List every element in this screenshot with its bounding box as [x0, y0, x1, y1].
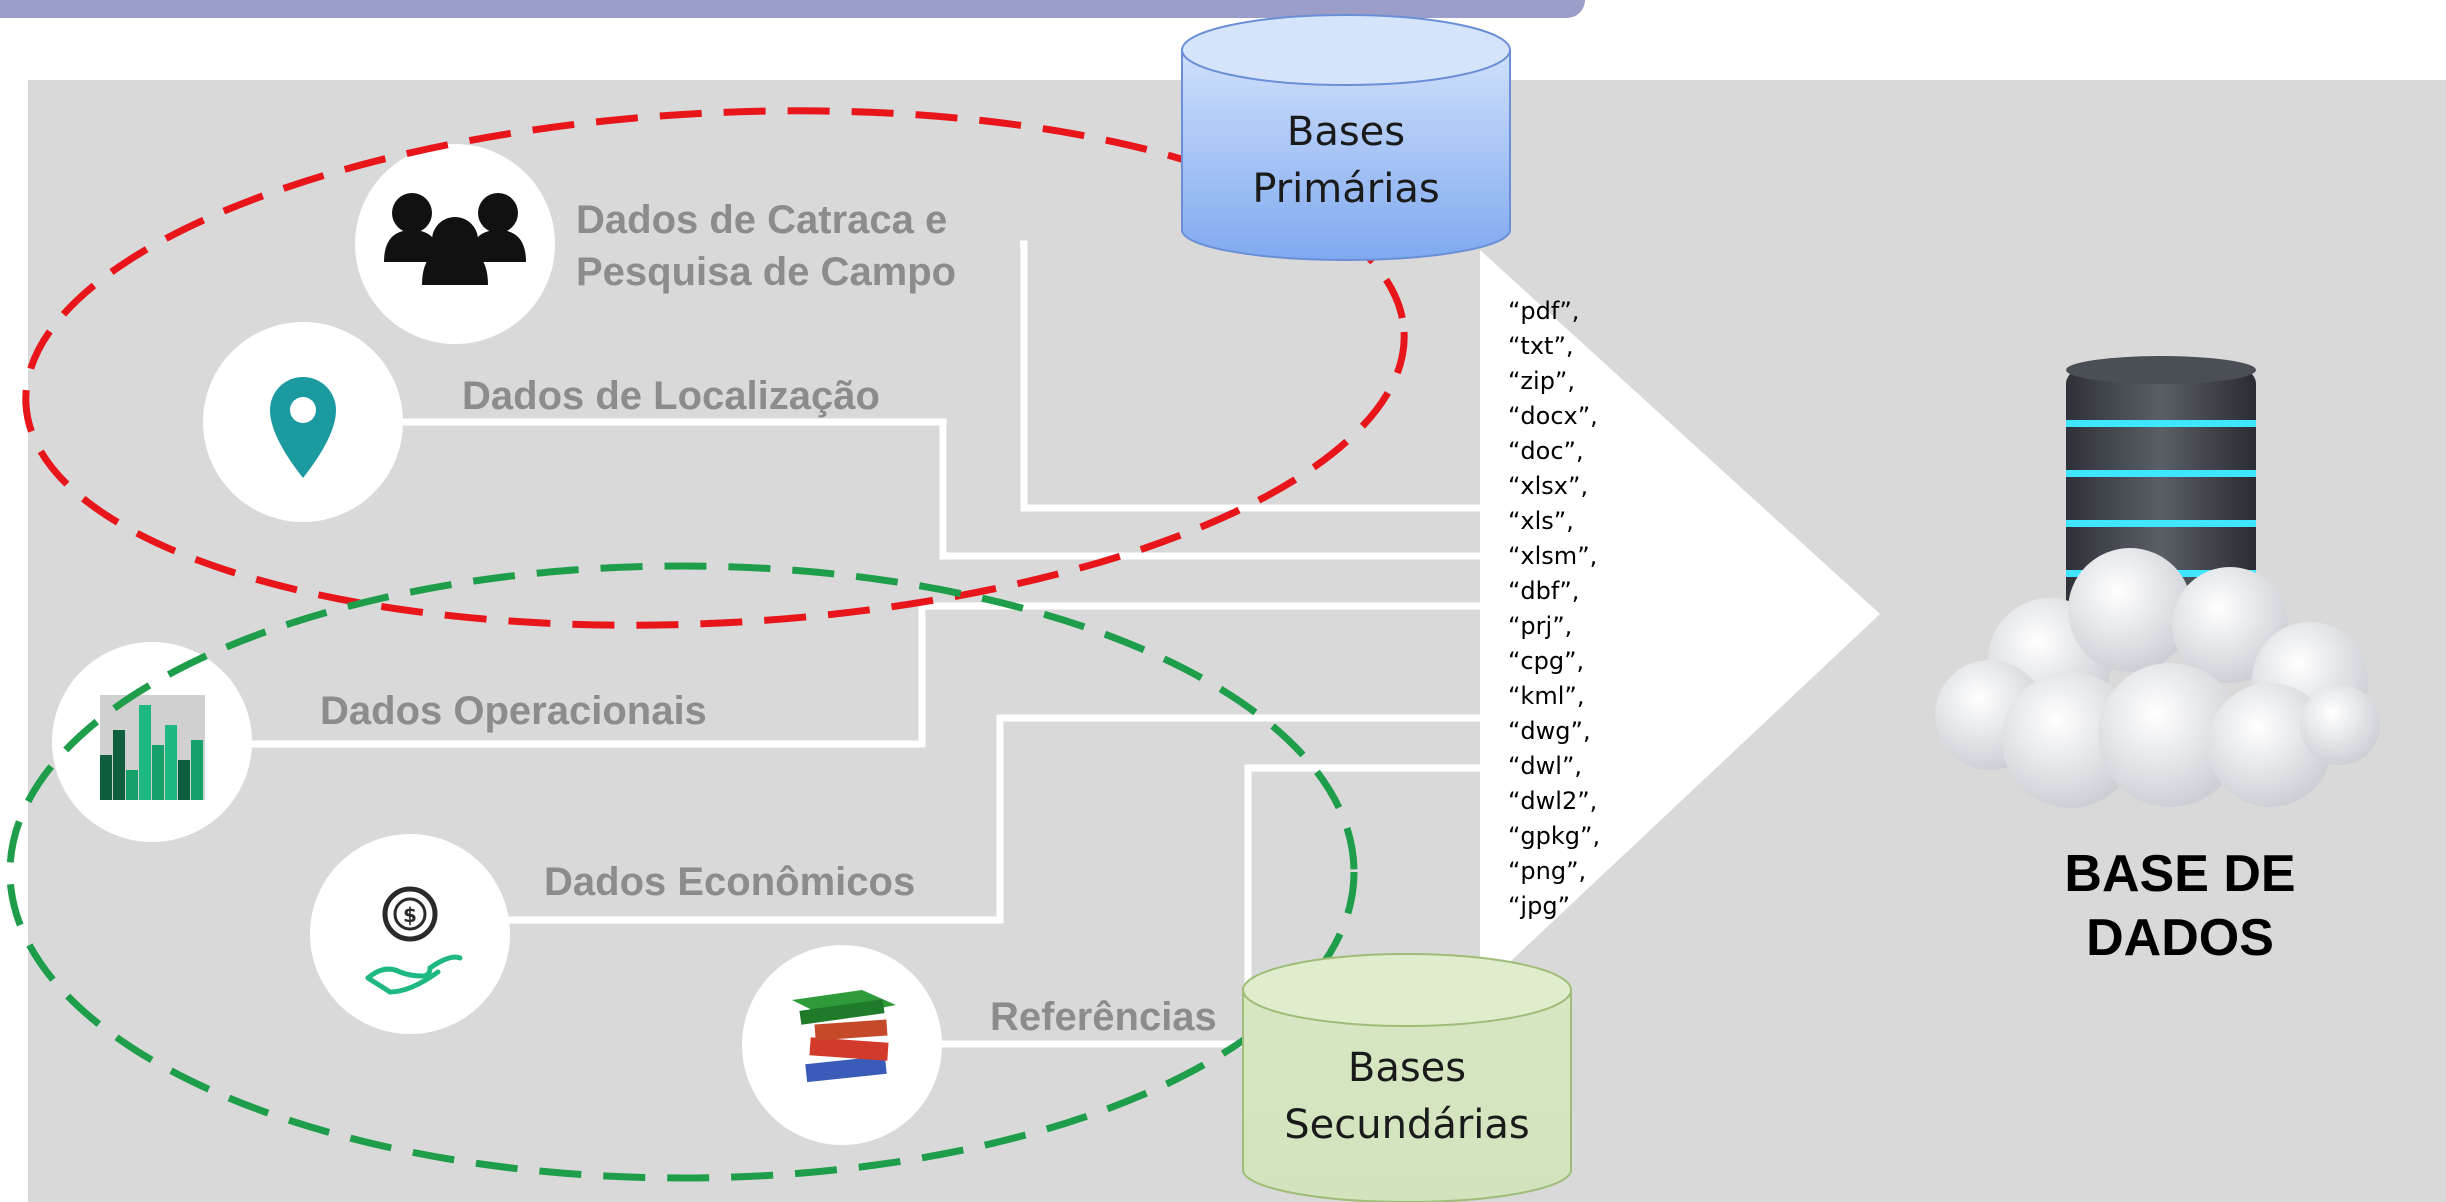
file-formats-list: “pdf”, “txt”, “zip”, “docx”, “doc”, “xls…	[1508, 294, 1600, 924]
primary-db-cylinder	[1181, 14, 1511, 261]
database-title: BASE DE DADOS	[2064, 845, 2296, 967]
formats-arrow	[1480, 250, 1880, 990]
format-item: “xlsx”,	[1508, 472, 1589, 500]
economicos-label: Dados Econômicos	[544, 860, 916, 904]
localizacao-label: Dados de Localização	[462, 374, 880, 418]
format-item: “jpg”	[1508, 892, 1571, 920]
svg-text:$: $	[403, 903, 417, 927]
primary-db-label: Bases Primárias	[1252, 109, 1440, 212]
operacionais-label: Dados Operacionais	[320, 689, 707, 733]
books-icon	[792, 990, 896, 1083]
bar-chart-icon	[100, 695, 205, 800]
format-item: “dwg”,	[1508, 717, 1591, 745]
format-item: “xls”,	[1508, 507, 1574, 535]
connector-lines	[240, 240, 1490, 1048]
format-item: “gpkg”,	[1508, 822, 1601, 850]
top-banner	[0, 0, 1585, 18]
secondary-group-ellipse	[6, 562, 1358, 1182]
money-hand-icon: $	[348, 872, 466, 998]
people-group-icon	[384, 193, 526, 285]
location-pin-icon	[270, 377, 336, 478]
primary-group-ellipse	[22, 107, 1408, 629]
referencias-label: Referências	[990, 995, 1217, 1039]
format-item: “prj”,	[1508, 612, 1573, 640]
format-item: “xlsm”,	[1508, 542, 1598, 570]
format-item: “kml”,	[1508, 682, 1585, 710]
format-item: “doc”,	[1508, 437, 1584, 465]
cloud-database-icon	[1935, 356, 2380, 808]
secondary-db-label: Bases Secundárias	[1284, 1045, 1530, 1148]
format-item: “pdf”,	[1508, 297, 1580, 325]
secondary-db-cylinder	[1242, 953, 1572, 1202]
format-item: “dwl2”,	[1508, 787, 1598, 815]
format-item: “docx”,	[1508, 402, 1598, 430]
format-item: “txt”,	[1508, 332, 1574, 360]
format-item: “dbf”,	[1508, 577, 1580, 605]
format-item: “cpg”,	[1508, 647, 1585, 675]
catraca-label: Dados de Catraca e Pesquisa de Campo	[576, 198, 957, 294]
format-item: “png”,	[1508, 857, 1587, 885]
format-item: “zip”,	[1508, 367, 1575, 395]
format-item: “dwl”,	[1508, 752, 1583, 780]
